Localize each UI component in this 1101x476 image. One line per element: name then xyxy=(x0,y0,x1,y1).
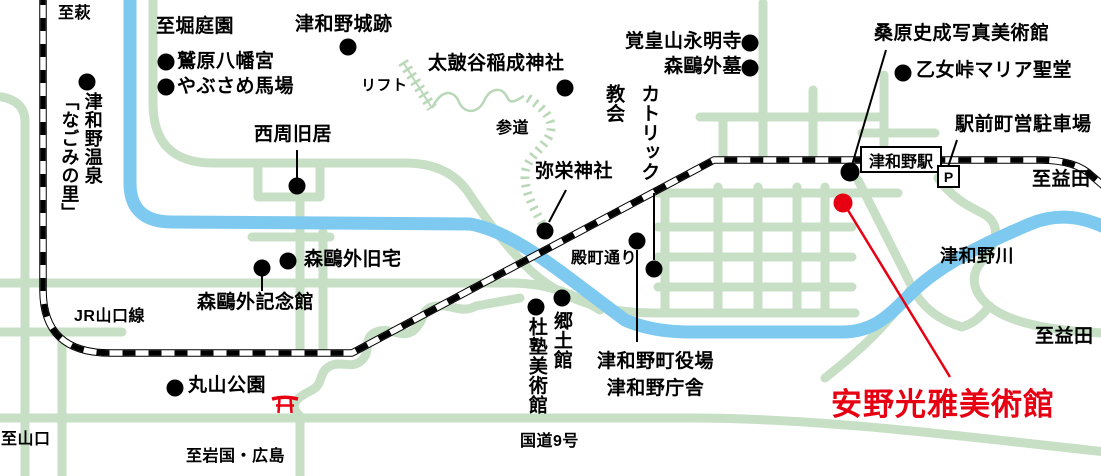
label-to-yamaguchi: 至山口 xyxy=(1,431,51,448)
leader-kuwabara-museum xyxy=(851,49,887,166)
label-castle-ruins: 津和野城跡 xyxy=(295,14,393,35)
label-ogai-grave: 森鷗外墓 xyxy=(663,56,742,77)
label-lift: リフト xyxy=(361,77,408,94)
label-kuwabara-museum: 桑原史成写真美術館 xyxy=(874,23,1050,44)
leader-yasaka-shrine xyxy=(548,189,567,223)
label-yasaka-shrine: 弥栄神社 xyxy=(535,161,614,182)
marker-dot-kuwabara-station xyxy=(840,162,860,182)
place-markers xyxy=(78,34,912,397)
road-tonomachi xyxy=(148,0,860,318)
label-otome-chapel: 乙女峠マリア聖堂 xyxy=(916,60,1073,81)
label-to-masuda-ne: 至益田 xyxy=(1032,169,1091,190)
marker-dot-castle-ruins xyxy=(339,38,357,56)
parking-sign-icon: P xyxy=(937,165,960,188)
marker-dot-kyodokan xyxy=(553,289,571,307)
anno-museum-pointer xyxy=(833,193,952,378)
parking-sign-letter: P xyxy=(943,168,954,185)
label-washibara: 鷲原八幡宮 xyxy=(177,51,275,72)
marker-dot-morijuku xyxy=(527,298,545,316)
road-mountain-squiggle xyxy=(289,293,525,421)
station-name: 津和野駅 xyxy=(868,153,933,171)
label-kyodokan: 郷土館 xyxy=(550,311,572,370)
label-town-hall: 津和野町役場津和野庁舎 xyxy=(578,349,733,402)
tsuwano-river-path xyxy=(123,0,1101,339)
marker-dot-taikodani xyxy=(556,79,574,97)
catholic-line1: カトリック xyxy=(638,84,660,182)
onsen-line1: 津和野温泉 xyxy=(82,92,103,185)
label-sando: 参道 xyxy=(496,120,530,137)
marker-dot-town-hall xyxy=(628,232,646,250)
label-route9: 国道9号 xyxy=(520,433,579,450)
marker-dot-nishi-amane xyxy=(288,177,306,195)
marker-dot-ogai-memorial xyxy=(253,259,271,277)
marker-dot-washibara xyxy=(157,53,175,71)
label-ogai-memorial: 森鷗外記念館 xyxy=(197,292,315,313)
label-taikodani: 太皷谷稲成神社 xyxy=(428,53,565,74)
torii-icon xyxy=(271,395,299,414)
label-tonomachi-street: 殿町通り xyxy=(571,250,638,267)
label-morijuku: 杜塾美術館 xyxy=(525,317,547,415)
label-jr-yamaguchi-line: JR山口線 xyxy=(74,308,145,325)
marker-dot-otome-chapel xyxy=(894,64,912,82)
marker-dot-maruyama xyxy=(166,379,184,397)
leader-station-parking xyxy=(947,139,958,168)
label-to-hori-garden: 至堀庭園 xyxy=(156,16,235,37)
label-ogai-old-house: 森鷗外旧宅 xyxy=(304,249,402,270)
road-route9 xyxy=(0,413,1101,456)
marker-dot-yasaka xyxy=(536,222,554,240)
label-tsuwano-onsen: 津和野温泉「なごみの里」 xyxy=(57,92,104,222)
railway-line xyxy=(39,0,1101,357)
road-left-vertical xyxy=(0,92,30,476)
footpaths xyxy=(398,59,556,230)
onsen-line2: 「なごみの里」 xyxy=(59,92,80,222)
leader-lines xyxy=(261,49,958,342)
town-hall-line1: 津和野町役場 xyxy=(596,351,714,372)
label-anno-museum: 安野光雅美術館 xyxy=(831,387,1055,422)
marker-dot-anno-museum xyxy=(833,193,853,213)
town-hall-line2: 津和野庁舎 xyxy=(606,377,705,399)
label-to-hagi: 至萩 xyxy=(58,5,92,22)
label-catholic-church: カトリック教会 xyxy=(596,84,666,182)
label-to-iwakuni-hiroshima: 至岩国・広島 xyxy=(186,448,286,465)
catholic-line2: 教会 xyxy=(603,84,625,123)
marker-dot-ogai-grave xyxy=(741,59,759,77)
station-name-box: 津和野駅 xyxy=(860,146,942,173)
marker-dot-catholic xyxy=(645,260,663,278)
label-station-parking: 駅前町営駐車場 xyxy=(955,114,1092,135)
label-tsuwano-river: 津和野川 xyxy=(940,246,1014,266)
marker-dot-ogai-old-house xyxy=(279,252,297,270)
marker-dot-onsen xyxy=(78,73,96,91)
mountain-trail xyxy=(430,88,525,113)
marker-dot-yabusame xyxy=(157,78,175,96)
road-river-bridge xyxy=(853,175,995,332)
marker-dot-yomeiji xyxy=(741,34,759,52)
label-nishi-amane: 西周旧居 xyxy=(254,124,333,145)
road-to-masuda xyxy=(933,173,1101,338)
label-maruyama-park: 丸山公園 xyxy=(188,375,267,396)
label-yabusame: やぶさめ馬場 xyxy=(177,76,295,97)
label-to-masuda-se: 至益田 xyxy=(1035,326,1094,347)
label-yomeiji: 覚皇山永明寺 xyxy=(624,31,742,52)
